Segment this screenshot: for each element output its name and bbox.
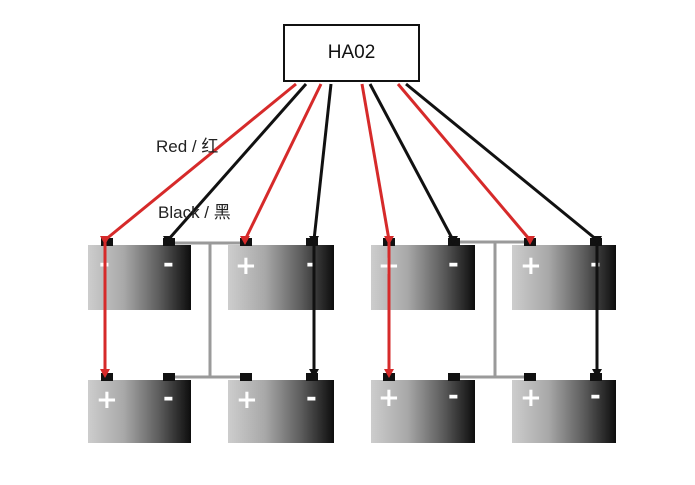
- terminal-sign-negative: -: [163, 383, 174, 413]
- black-wire: [312, 83, 333, 241]
- arrowhead: [448, 236, 458, 245]
- terminal-sign-negative: -: [306, 249, 317, 279]
- arrowhead: [309, 369, 319, 378]
- arrowhead: [592, 236, 602, 245]
- battery-b8: + -: [512, 373, 616, 443]
- terminal-post: [101, 238, 113, 246]
- black-wire-label: Black / 黑: [158, 203, 231, 222]
- arrowhead: [100, 369, 110, 378]
- terminal-post: [240, 373, 252, 381]
- battery-body: [512, 245, 616, 310]
- red-wire: [243, 83, 323, 241]
- arrowhead: [163, 236, 173, 245]
- red-wire: [360, 83, 391, 241]
- link-wires: [172, 240, 530, 379]
- arrowhead: [100, 236, 110, 245]
- battery-b5: + -: [371, 238, 475, 310]
- red-wire: [104, 82, 297, 242]
- terminal-post: [306, 373, 318, 381]
- red-wire: [396, 83, 532, 241]
- battery-body: [228, 245, 334, 310]
- arrowhead: [384, 369, 394, 378]
- terminal-post: [163, 373, 175, 381]
- terminal-post: [524, 373, 536, 381]
- arrowhead: [309, 236, 319, 245]
- arrowhead: [525, 236, 535, 245]
- controller-box: HA02: [283, 24, 420, 82]
- terminal-sign-negative: -: [590, 381, 601, 411]
- terminal-sign-negative: -: [590, 249, 601, 279]
- terminal-sign-positive: +: [235, 251, 257, 281]
- terminal-sign-negative: -: [448, 381, 459, 411]
- terminal-post: [306, 238, 318, 246]
- red-wire-label: Red / 红: [156, 137, 219, 156]
- battery-b3: + -: [88, 373, 191, 443]
- terminal-sign-positive: +: [96, 385, 118, 415]
- black-wire: [368, 83, 455, 241]
- terminal-sign-negative: -: [448, 249, 459, 279]
- controller-wires: [103, 82, 599, 373]
- terminal-sign-negative: -: [163, 249, 174, 279]
- terminal-sign-positive: +: [378, 383, 400, 413]
- arrowhead: [384, 236, 394, 245]
- controller-label: HA02: [327, 42, 376, 63]
- battery-body: [371, 380, 475, 443]
- battery-b2: + -: [228, 238, 334, 310]
- battery-body: [228, 380, 334, 443]
- terminal-post: [448, 373, 460, 381]
- battery-b4: + -: [228, 373, 334, 443]
- terminal-sign-positive: +: [520, 251, 542, 281]
- terminal-post: [101, 373, 113, 381]
- terminal-post: [590, 373, 602, 381]
- link-wire-right: [455, 240, 497, 379]
- arrowhead: [240, 236, 250, 245]
- arrowhead: [592, 369, 602, 378]
- black-wire: [166, 83, 308, 241]
- battery-b6: + -: [512, 238, 616, 310]
- battery-b7: + -: [371, 373, 475, 443]
- battery-body: [88, 380, 191, 443]
- terminal-sign-positive: +: [236, 385, 258, 415]
- terminal-sign-positive: +: [520, 383, 542, 413]
- arrowheads: [100, 236, 602, 378]
- link-wire-left: [172, 241, 212, 379]
- battery-body: [512, 380, 616, 443]
- battery-b1: - -: [88, 238, 191, 310]
- terminal-sign-negative: -: [306, 383, 317, 413]
- black-wire: [405, 82, 598, 242]
